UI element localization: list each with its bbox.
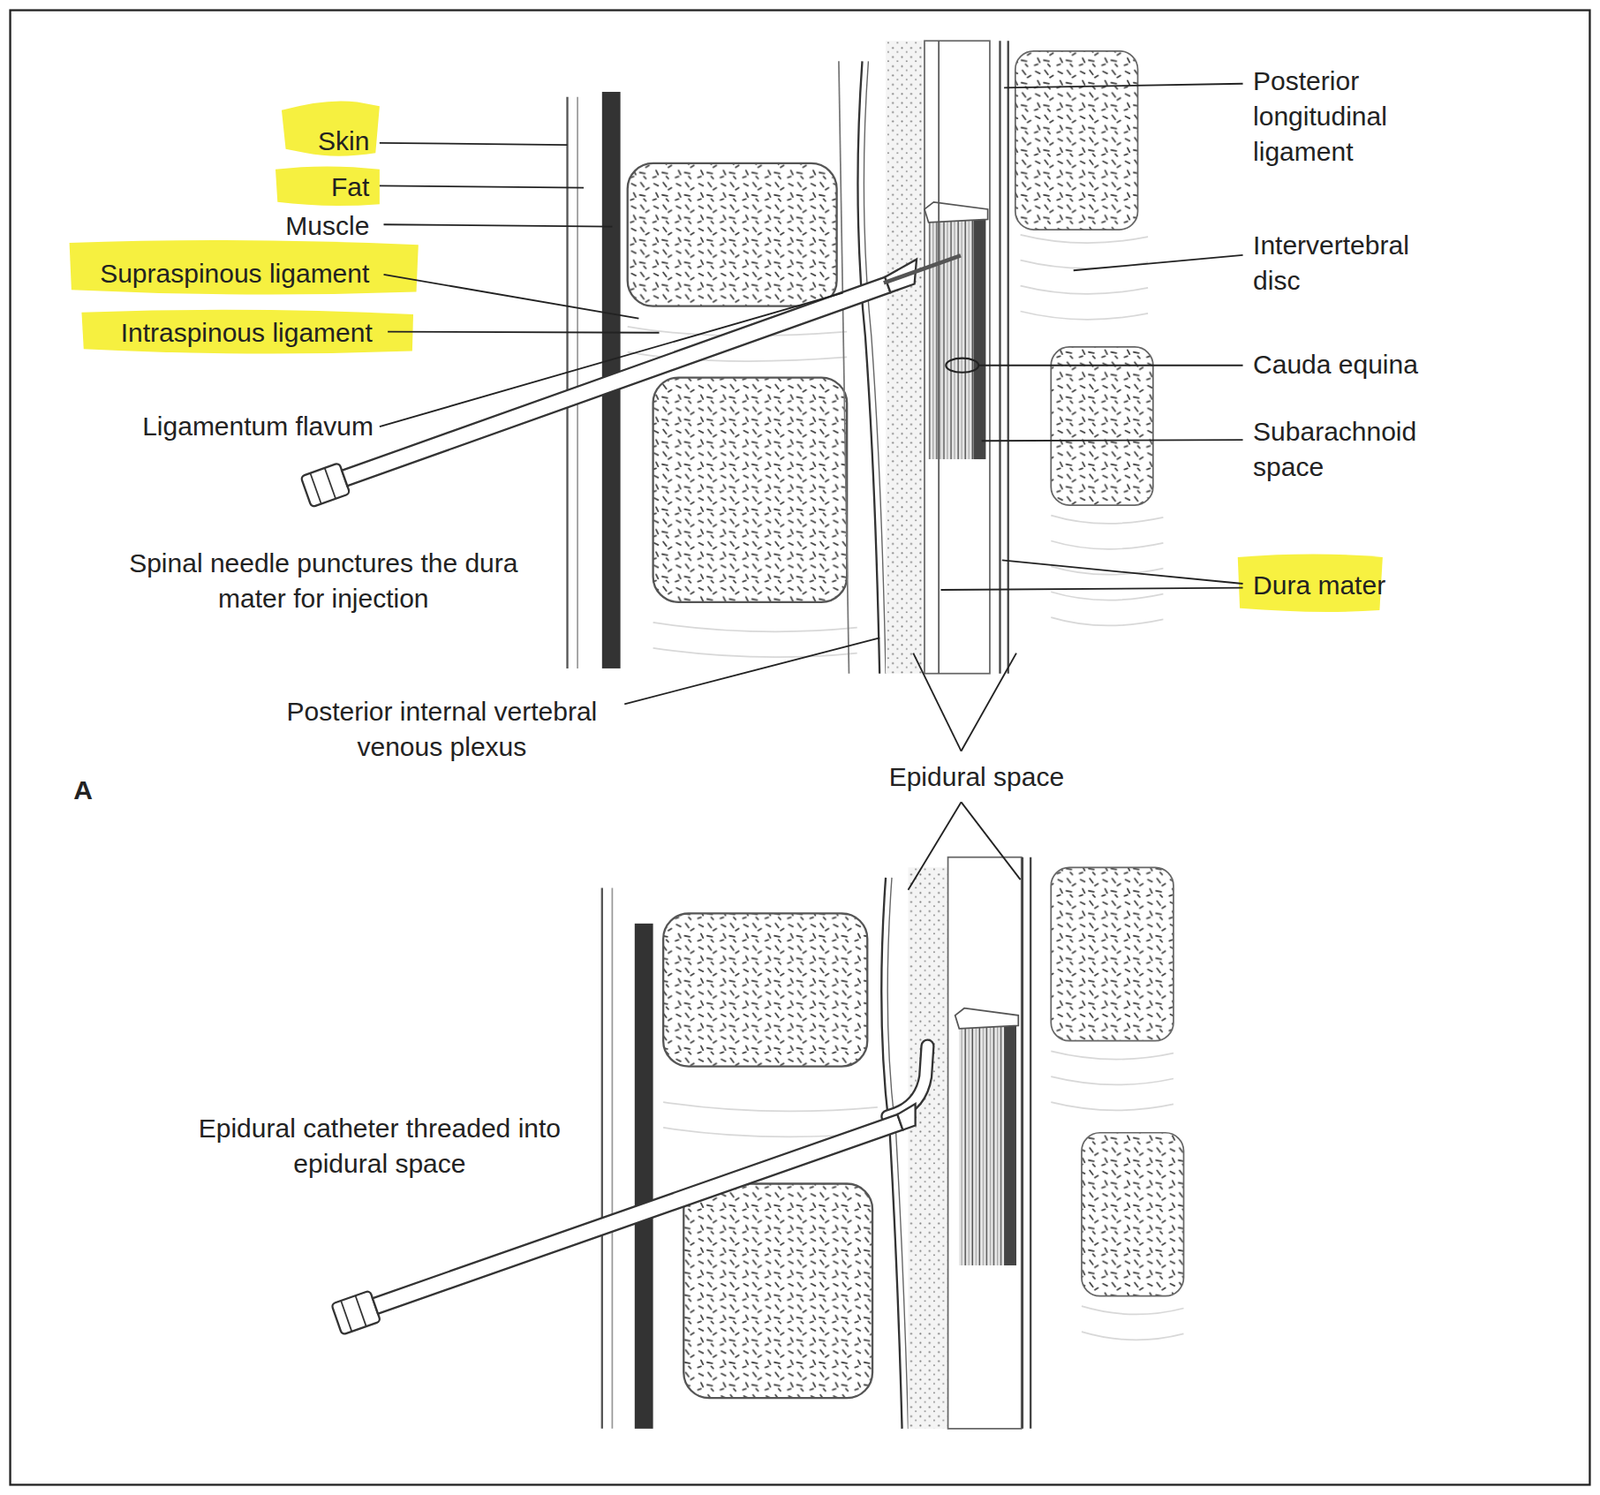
- part-label: Spinal needle punctures the dura mater f…: [98, 545, 548, 617]
- part-label: Ligamentum flavum: [142, 408, 374, 445]
- part-label: Epidural catheter threaded into epidural…: [196, 1110, 564, 1182]
- part-label: Posterior internal vertebral venous plex…: [248, 694, 636, 765]
- part-label: Muscle: [285, 208, 370, 244]
- part-label: Intervertebral disc: [1252, 227, 1432, 299]
- part-label: Fat: [331, 169, 370, 205]
- part-label: Subarachnoid space: [1252, 414, 1432, 485]
- top-section: [300, 40, 1163, 673]
- part-label: Skin: [317, 123, 370, 159]
- leader-lines: [379, 83, 1244, 891]
- part-label: Cauda equina: [1252, 347, 1419, 383]
- part-label: A: [73, 772, 93, 808]
- part-label: Intraspinous ligament: [120, 315, 373, 351]
- part-label: Dura mater: [1252, 567, 1386, 604]
- part-label: Epidural space: [889, 759, 1065, 795]
- part-label: Supraspinous ligament: [99, 256, 370, 292]
- part-label: Posterior longitudinal ligament: [1252, 63, 1432, 170]
